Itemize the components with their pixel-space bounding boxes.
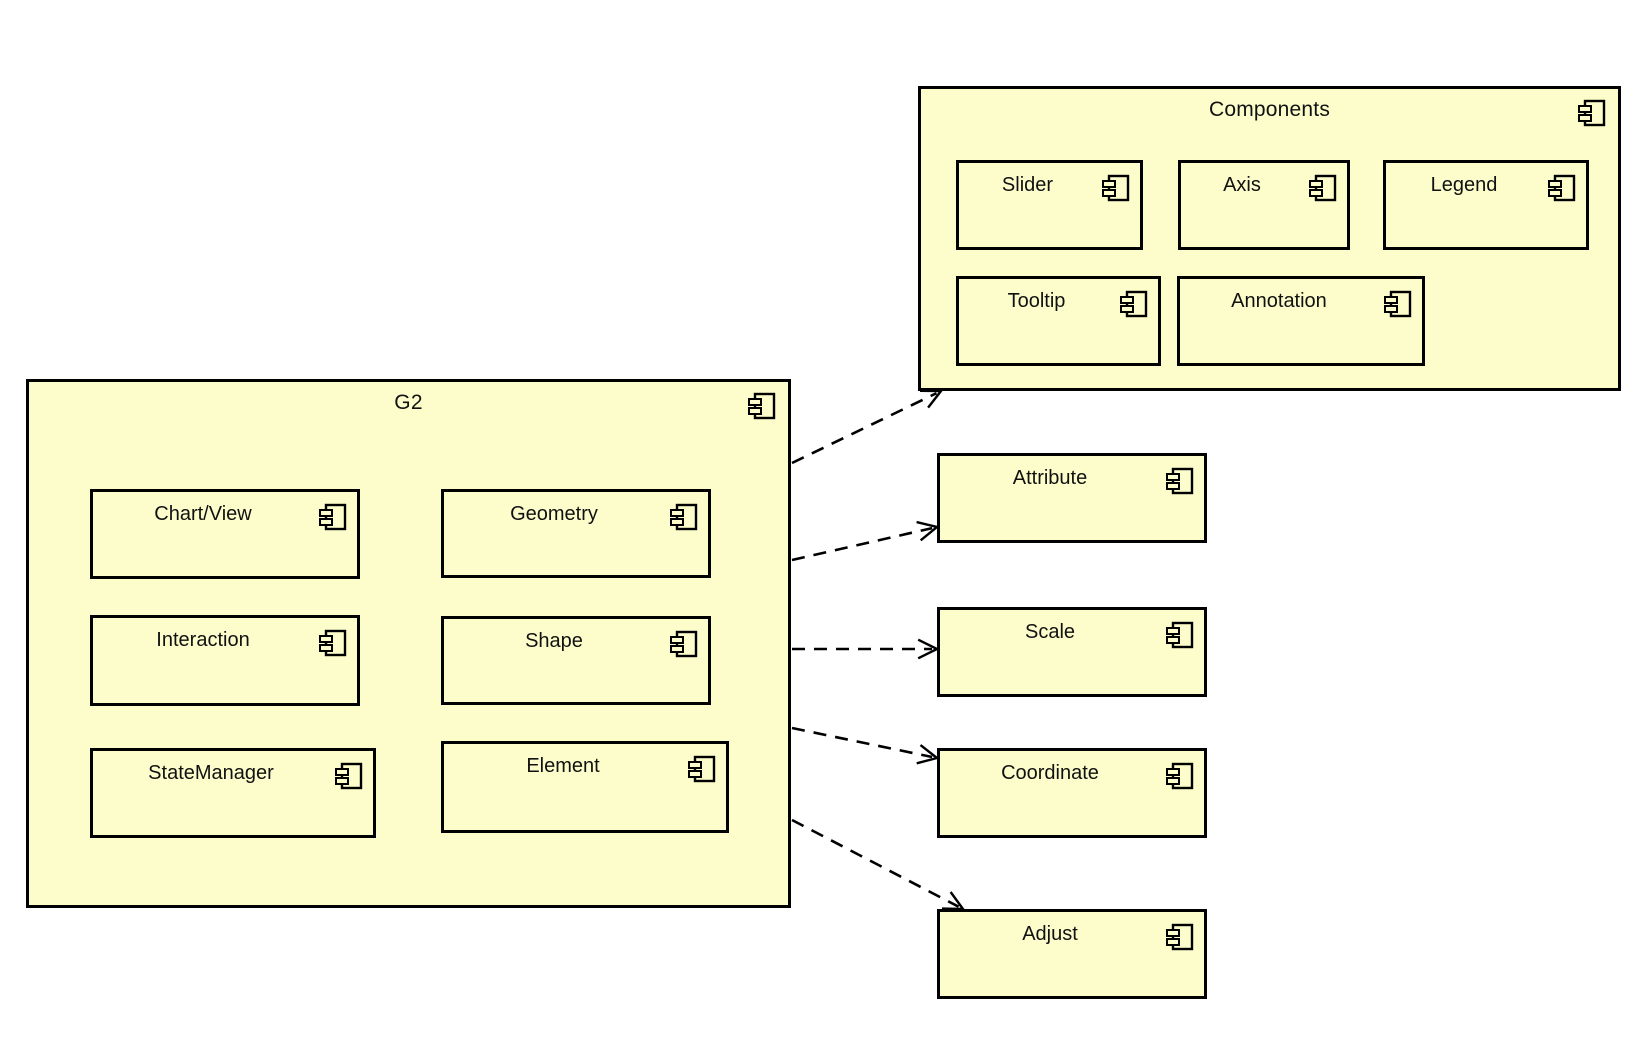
component-chart-view: Chart/View — [90, 489, 360, 579]
component-icon — [1383, 289, 1413, 319]
component-icon — [1119, 289, 1149, 319]
component-label-element: Element — [526, 755, 600, 777]
component-icon — [1165, 761, 1195, 791]
arrowhead-icon — [919, 389, 944, 409]
arrowhead-icon — [917, 638, 940, 660]
arrowhead-icon — [916, 520, 940, 542]
dependency-arrow-g2-to-attribute — [791, 520, 940, 562]
component-label-annotation: Annotation — [1231, 290, 1327, 312]
dependency-arrow-g2-to-coordinate — [791, 726, 940, 765]
component-tooltip: Tooltip — [956, 276, 1161, 366]
component-icon — [334, 761, 364, 791]
component-icon — [687, 754, 717, 784]
component-axis: Axis — [1178, 160, 1350, 250]
component-legend: Legend — [1383, 160, 1589, 250]
component-icon — [1308, 173, 1338, 203]
component-slider: Slider — [956, 160, 1143, 250]
container-title-components: Components — [1208, 98, 1331, 121]
container-title-g2: G2 — [394, 391, 423, 414]
component-icon — [747, 391, 777, 421]
component-attribute: Attribute — [937, 453, 1207, 543]
component-label-adjust: Adjust — [1022, 923, 1078, 945]
component-label-chart-view: Chart/View — [154, 503, 252, 525]
component-icon — [669, 629, 699, 659]
component-statemanager: StateManager — [90, 748, 376, 838]
component-icon — [1577, 98, 1607, 128]
component-label-interaction: Interaction — [156, 629, 250, 651]
component-shape: Shape — [441, 616, 711, 705]
component-label-statemanager: StateManager — [148, 762, 274, 784]
dependency-arrow-g2-to-scale — [792, 638, 940, 660]
component-label-scale: Scale — [1024, 621, 1076, 643]
dependency-arrow-g2-to-components — [791, 389, 944, 465]
component-label-shape: Shape — [525, 630, 583, 652]
component-icon — [1165, 466, 1195, 496]
component-label-tooltip: Tooltip — [1007, 290, 1066, 312]
component-label-axis: Axis — [1223, 174, 1261, 196]
component-label-legend: Legend — [1430, 174, 1498, 196]
component-icon — [1165, 620, 1195, 650]
component-interaction: Interaction — [90, 615, 360, 706]
component-label-attribute: Attribute — [1012, 467, 1088, 489]
component-icon — [1547, 173, 1577, 203]
component-label-coordinate: Coordinate — [1001, 762, 1099, 784]
component-icon — [318, 628, 348, 658]
component-icon — [1165, 922, 1195, 952]
arrowhead-icon — [941, 891, 966, 911]
component-label-geometry: Geometry — [510, 503, 598, 525]
arrowhead-icon — [916, 744, 940, 765]
component-label-slider: Slider — [1001, 174, 1054, 196]
component-geometry: Geometry — [441, 489, 711, 578]
component-adjust: Adjust — [937, 909, 1207, 999]
component-icon — [669, 502, 699, 532]
component-scale: Scale — [937, 607, 1207, 697]
component-coordinate: Coordinate — [937, 748, 1207, 838]
component-icon — [318, 502, 348, 532]
component-annotation: Annotation — [1177, 276, 1425, 366]
component-icon — [1101, 173, 1131, 203]
component-element: Element — [441, 741, 729, 833]
